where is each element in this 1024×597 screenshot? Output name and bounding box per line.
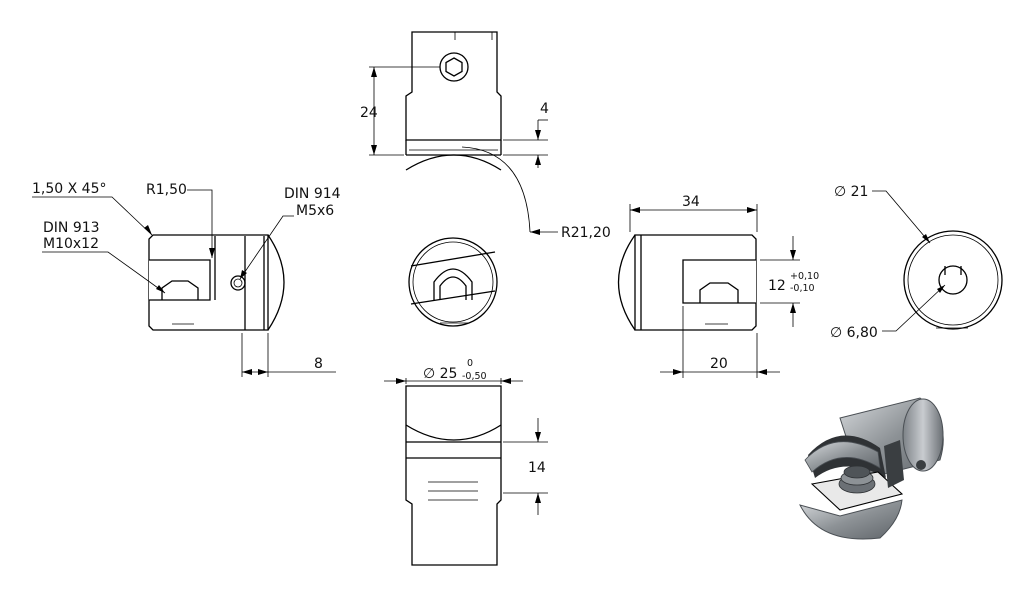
step-label: 4: [540, 101, 549, 117]
outer-radius-arc: [461, 146, 531, 233]
slot-tol-lower: -0,10: [790, 283, 815, 294]
fillet-radius-label: R1,50: [146, 182, 187, 198]
set-screw-std-label: DIN 914: [284, 186, 341, 202]
bore-circle: [938, 265, 968, 295]
set-screw-side-hole: [230, 275, 246, 291]
body-tol-upper: 0: [467, 358, 473, 369]
right-view: [617, 204, 800, 378]
isometric-render: [799, 397, 944, 540]
height-top-label: 24: [360, 105, 378, 121]
thumb-screw-size-label: M10x12: [43, 236, 99, 252]
end-view: [872, 190, 1003, 332]
end-diameter-label: ∅ 21: [834, 184, 868, 200]
slot-width-label: 12: [768, 278, 786, 294]
bottom-view: [384, 378, 548, 566]
left-view: [32, 189, 336, 377]
slot-tol-upper: +0,10: [790, 271, 819, 282]
outer-radius-label: R21,20: [561, 225, 611, 241]
thumb-screw-std-label: DIN 913: [43, 220, 100, 236]
height-bottom-label: 14: [528, 460, 546, 476]
top-view: [369, 31, 558, 235]
offset-label: 8: [314, 356, 323, 372]
dimension-labels: 1,50 X 45° R1,50 DIN 914 M5x6 DIN 913 M1…: [32, 101, 878, 476]
body-diameter-label: ∅ 25: [423, 366, 457, 382]
length-label: 34: [682, 194, 700, 210]
chamfer-label: 1,50 X 45°: [32, 181, 106, 197]
bore-diameter-label: ∅ 6,80: [830, 325, 878, 341]
set-screw-size-label: M5x6: [296, 203, 334, 219]
body-tol-lower: -0,50: [462, 371, 487, 382]
slot-depth-label: 20: [710, 356, 728, 372]
front-view: [408, 237, 498, 327]
